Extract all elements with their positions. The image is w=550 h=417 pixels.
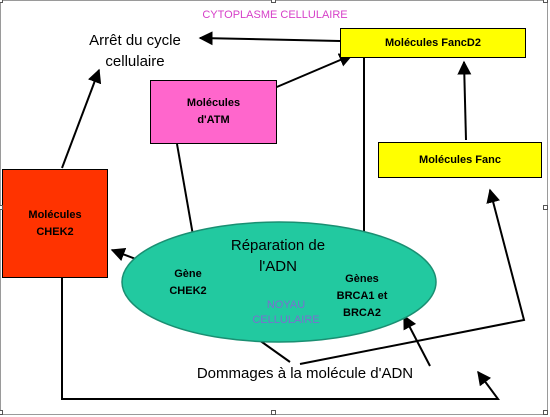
dna-damage-label: Dommages à la molécule d'ADN [196,365,414,382]
atm-label: Molécules d'ATM [186,97,241,126]
brca-genes-label: Gènes BRCA1 et BRCA2 [336,273,388,319]
resize-handle-bottom-right[interactable] [543,410,548,415]
resize-handle-bottom-middle[interactable] [271,410,276,415]
fanc-label: Molécules Fanc [419,153,501,166]
cytoplasm-title: CYTOPLASME CELLULAIRE [202,9,348,21]
arrow-atm-to-fancd2 [264,53,354,93]
resize-handle-top-middle[interactable] [271,0,276,3]
arrow-chek2-to-cell-cycle-arrest [61,68,102,169]
resize-handle-middle-left[interactable] [0,205,3,210]
arrow-fancd2-to-cell-cycle-arrest [198,31,341,46]
resize-handle-bottom-left[interactable] [0,410,3,415]
resize-handle-top-right[interactable] [543,0,548,3]
resize-handle-middle-right[interactable] [543,205,548,210]
fancd2-label: Molécules FancD2 [385,36,481,49]
atm-box: Molécules d'ATM [150,80,277,144]
fanc-box: Molécules Fanc [378,142,542,178]
chek2-molecules-box: Molécules CHEK2 [2,169,108,278]
connector-chek2-to-dna-damage [61,278,500,400]
chek2-gene-label: Gène CHEK2 [169,268,207,297]
dna-repair-label: Réparation de l'ADN [230,237,326,275]
chek2-molecules-label: Molécules CHEK2 [28,208,82,238]
fancd2-box: Molécules FancD2 [340,28,526,58]
connector-dna-damage-to-fanc [299,188,526,365]
nucleus-label: NOYAU CELLULAIRE [252,299,320,326]
resize-handle-top-left[interactable] [0,0,3,3]
cell-cycle-arrest-label: Arrêt du cycle cellulaire [89,32,181,70]
arrow-fanc-to-fancd2 [457,60,472,141]
nucleus-ellipse [121,221,437,343]
